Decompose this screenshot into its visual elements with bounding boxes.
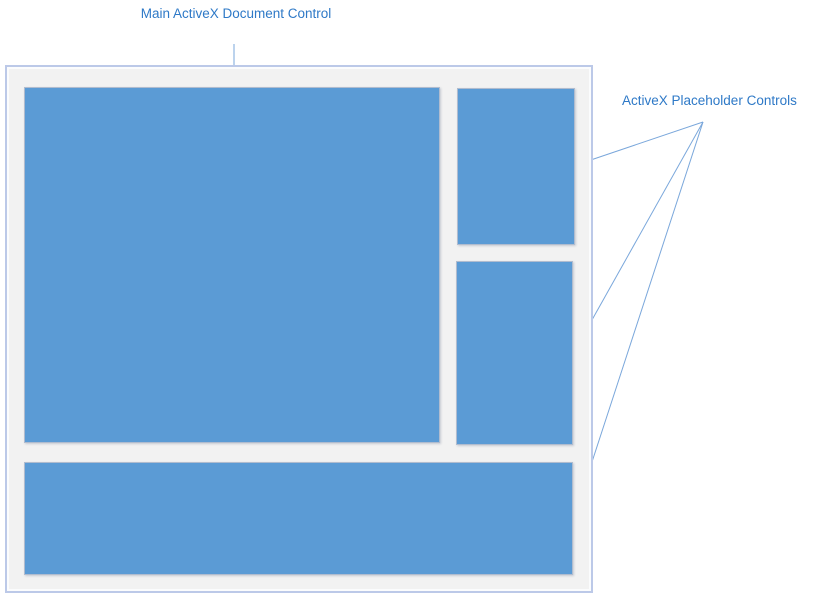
activex-placeholder-control-top-right <box>457 88 575 245</box>
form-container <box>5 65 593 593</box>
main-activex-document-control <box>24 87 440 443</box>
placeholder-leader-line-middle <box>573 121 704 353</box>
activex-placeholder-control-middle-right <box>456 261 573 445</box>
placeholder-controls-label: ActiveX Placeholder Controls <box>622 93 797 108</box>
activex-placeholder-control-bottom <box>24 462 573 575</box>
placeholder-leader-line-top <box>575 121 704 166</box>
main-document-label: Main ActiveX Document Control <box>140 6 332 21</box>
placeholder-leader-line-bottom <box>573 121 704 518</box>
